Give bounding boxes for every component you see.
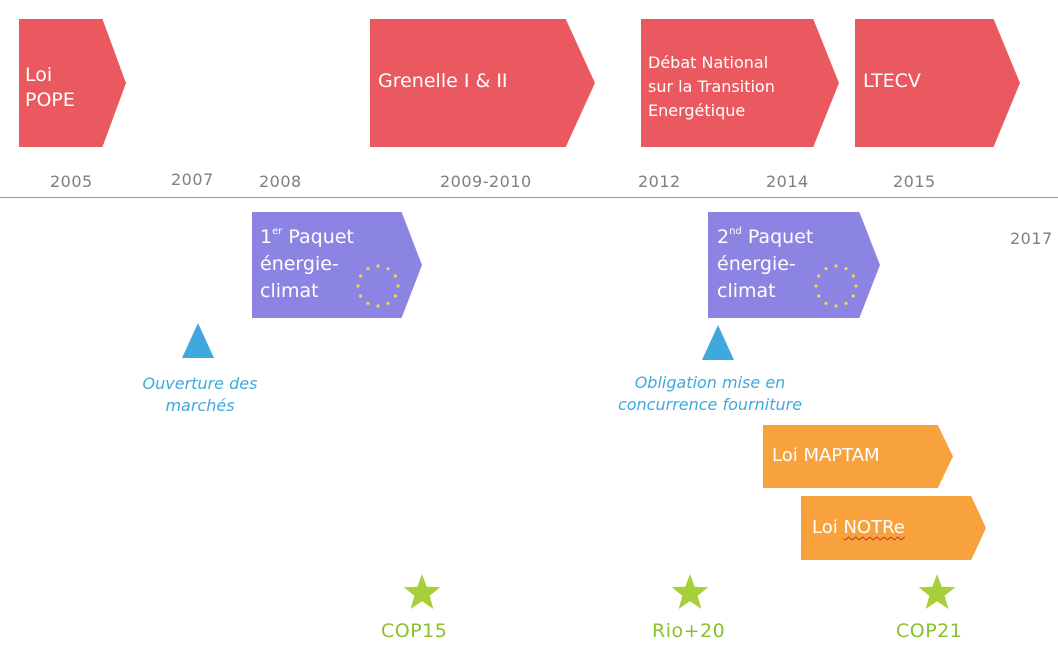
eu-star-dot [824,267,828,271]
year-2009-2010: 2009-2010 [440,172,532,191]
eu-star-dot [376,304,380,308]
loi-pope-line-2: POPE [25,89,75,111]
eu-stars-circle-icon [814,264,858,308]
paquet-1-line-2: énergie- [260,253,339,275]
eu-star-dot [376,264,380,268]
paquet-2-ordinal: 2 [717,226,730,248]
obligation-line-1: Obligation mise en [634,373,786,392]
eu-stars-circle-icon [356,264,400,308]
eu-star-dot [824,301,828,305]
eu-star-dot [834,264,838,268]
eu-star-dot [393,274,397,278]
timeline-axis [0,197,1058,198]
ltecv-label: LTECV [863,70,921,92]
eu-star-dot [356,284,360,288]
arrow-grenelle: Grenelle I & II [370,19,595,147]
eu-star-dot [359,274,363,278]
eu-star-dot [386,267,390,271]
ouverture-label: Ouverture des marchés [110,373,290,417]
ouverture-line-2: marchés [165,396,235,415]
paquet-1-ordinal: 1 [260,226,273,248]
eu-star-dot [854,284,858,288]
cop21-label: COP21 [896,620,963,642]
eu-star-dot [817,294,821,298]
year-2008: 2008 [259,172,302,191]
obligation-line-2: concurrence fourniture [617,395,803,414]
paquet-1-line-3: climat [260,280,319,302]
arrow-ltecv: LTECV [855,19,1020,147]
eu-star-dot [359,294,363,298]
eu-star-dot [396,284,400,288]
eu-star-dot [386,301,390,305]
arrow-loi-maptam: Loi MAPTAM [763,425,953,488]
year-2012: 2012 [638,172,681,191]
maptam-label: Loi MAPTAM [772,445,880,466]
ouverture-line-1: Ouverture des [142,374,258,393]
arrow-loi-notre: Loi NOTRe [801,496,986,560]
eu-star-dot [814,284,818,288]
eu-star-dot [393,294,397,298]
obligation-label: Obligation mise en concurrence fournitur… [580,372,840,416]
year-2017: 2017 [1010,229,1053,248]
paquet-2-word: Paquet [747,226,814,248]
eu-star-dot [366,267,370,271]
cop15-label: COP15 [381,620,448,642]
paquet-1-ordinal-sup: er [272,226,283,237]
paquet-1-word: Paquet [288,226,354,248]
year-2014: 2014 [766,172,809,191]
eu-star-dot [851,294,855,298]
eu-star-dot [834,304,838,308]
year-2007: 2007 [171,170,214,189]
loi-pope-line-1: Loi [25,64,53,86]
eu-star-dot [817,274,821,278]
eu-star-dot [844,301,848,305]
notre-name: NOTRe [843,517,905,538]
debat-national-line-1: Débat National [648,53,769,72]
paquet-2-line-3: climat [717,280,776,302]
arrow-debat-national: Débat National sur la Transition Energét… [641,19,839,147]
debat-national-line-2: sur la Transition [648,77,775,96]
eu-star-dot [366,301,370,305]
year-2015: 2015 [893,172,936,191]
triangle-up-icon [182,323,214,358]
rio20-label: Rio+20 [652,620,726,642]
star-icon [403,574,441,609]
paquet-2-line-2: énergie- [717,253,796,275]
notre-prefix: Loi [812,517,844,538]
arrow-paquet-2: 2nd Paquet énergie- climat [708,212,880,318]
star-icon [671,574,709,609]
eu-star-dot [851,274,855,278]
triangle-up-icon [702,325,734,360]
grenelle-label: Grenelle I & II [378,70,508,92]
star-icon [918,574,956,609]
eu-star-dot [844,267,848,271]
arrow-loi-pope: Loi POPE [19,19,126,147]
arrow-paquet-1: 1er Paquet énergie- climat [252,212,422,318]
debat-national-line-3: Energétique [648,101,746,120]
paquet-2-ordinal-sup: nd [729,226,742,237]
year-2005: 2005 [50,172,93,191]
